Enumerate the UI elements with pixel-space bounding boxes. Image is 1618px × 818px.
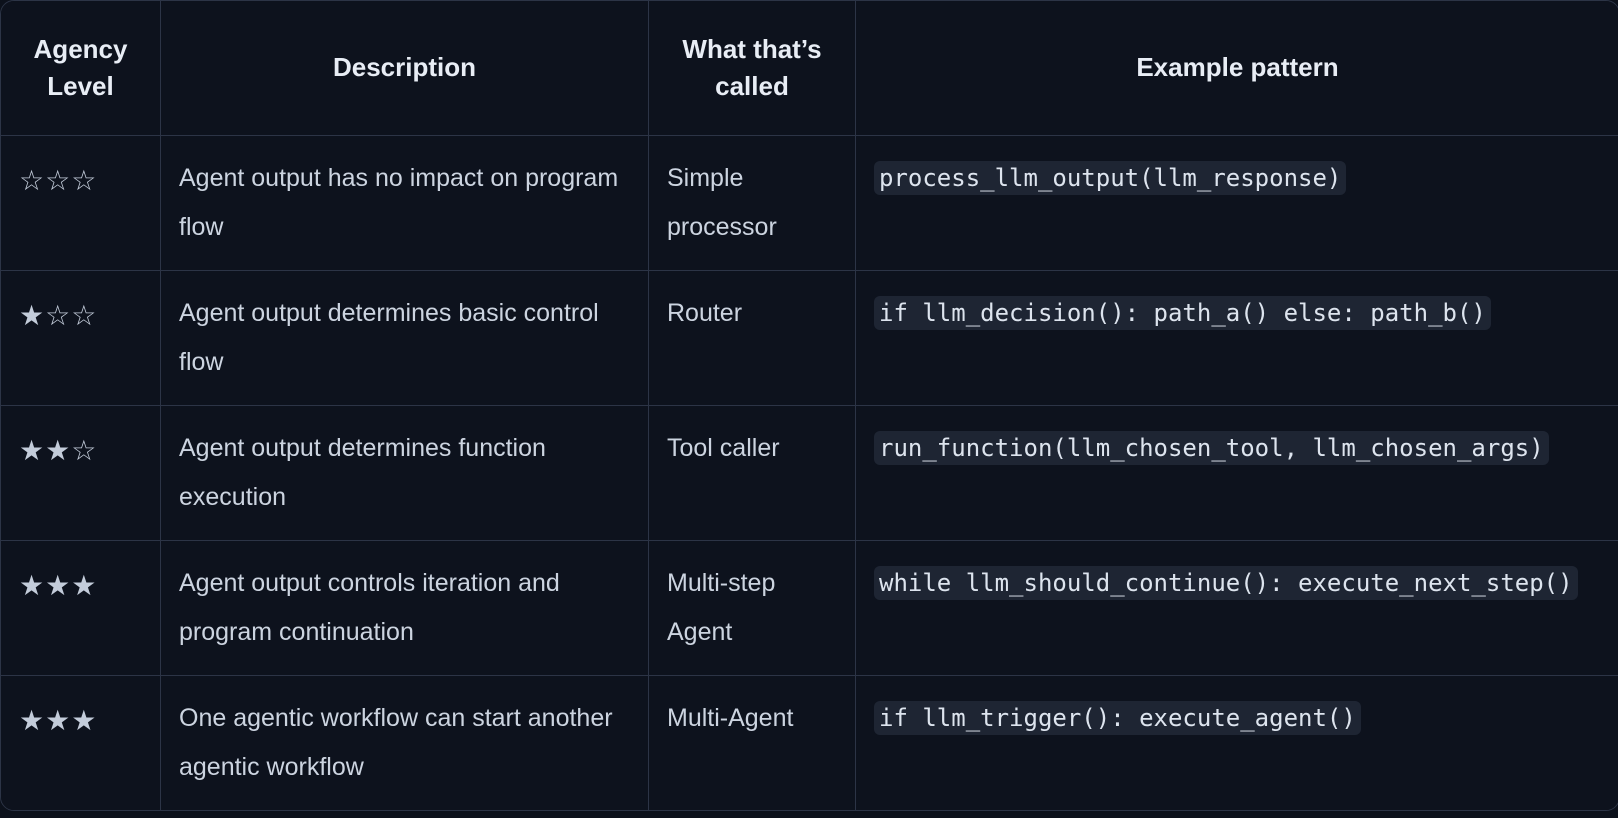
cell-what-thats-called: Tool caller xyxy=(649,405,856,541)
code-snippet: while llm_should_continue(): execute_nex… xyxy=(874,565,1578,600)
star-rating-icon: ★☆☆ xyxy=(19,298,98,332)
cell-what-thats-called: Multi-Agent xyxy=(649,675,856,810)
column-header-description: Description xyxy=(161,1,649,136)
cell-example-pattern: while llm_should_continue(): execute_nex… xyxy=(856,540,1618,676)
column-header-agency-level: Agency Level xyxy=(1,1,161,136)
code-snippet: process_llm_output(llm_response) xyxy=(874,160,1347,195)
column-header-example-pattern: Example pattern xyxy=(856,1,1618,136)
cell-example-pattern: if llm_decision(): path_a() else: path_b… xyxy=(856,270,1618,406)
star-rating-icon: ★★★ xyxy=(19,703,98,737)
table-header: Agency Level Description What that’s cal… xyxy=(1,1,1618,136)
cell-description: Agent output determines function executi… xyxy=(161,405,649,541)
star-rating-icon: ☆☆☆ xyxy=(19,163,98,197)
cell-description: Agent output determines basic control fl… xyxy=(161,270,649,406)
cell-description: Agent output controls iteration and prog… xyxy=(161,540,649,676)
table-row: ★☆☆ Agent output determines basic contro… xyxy=(1,270,1618,406)
cell-description: Agent output has no impact on program fl… xyxy=(161,135,649,271)
table-row: ★★★ One agentic workflow can start anoth… xyxy=(1,675,1618,810)
cell-what-thats-called: Multi-step Agent xyxy=(649,540,856,676)
column-header-what-thats-called: What that’s called xyxy=(649,1,856,136)
cell-agency-level: ★☆☆ xyxy=(1,270,161,406)
code-snippet: if llm_trigger(): execute_agent() xyxy=(874,700,1361,735)
cell-what-thats-called: Router xyxy=(649,270,856,406)
code-snippet: run_function(llm_chosen_tool, llm_chosen… xyxy=(874,430,1549,465)
table-row: ★★☆ Agent output determines function exe… xyxy=(1,405,1618,541)
cell-example-pattern: run_function(llm_chosen_tool, llm_chosen… xyxy=(856,405,1618,541)
cell-what-thats-called: Simple processor xyxy=(649,135,856,271)
cell-agency-level: ★★★ xyxy=(1,675,161,810)
cell-agency-level: ☆☆☆ xyxy=(1,135,161,271)
cell-example-pattern: process_llm_output(llm_response) xyxy=(856,135,1618,271)
code-snippet: if llm_decision(): path_a() else: path_b… xyxy=(874,295,1491,330)
star-rating-icon: ★★★ xyxy=(19,568,98,602)
table-row: ☆☆☆ Agent output has no impact on progra… xyxy=(1,135,1618,271)
table-header-row: Agency Level Description What that’s cal… xyxy=(1,1,1618,136)
table-row: ★★★ Agent output controls iteration and … xyxy=(1,540,1618,676)
star-rating-icon: ★★☆ xyxy=(19,433,98,467)
cell-agency-level: ★★★ xyxy=(1,540,161,676)
cell-description: One agentic workflow can start another a… xyxy=(161,675,649,810)
cell-agency-level: ★★☆ xyxy=(1,405,161,541)
table-body: ☆☆☆ Agent output has no impact on progra… xyxy=(1,135,1618,810)
cell-example-pattern: if llm_trigger(): execute_agent() xyxy=(856,675,1618,810)
